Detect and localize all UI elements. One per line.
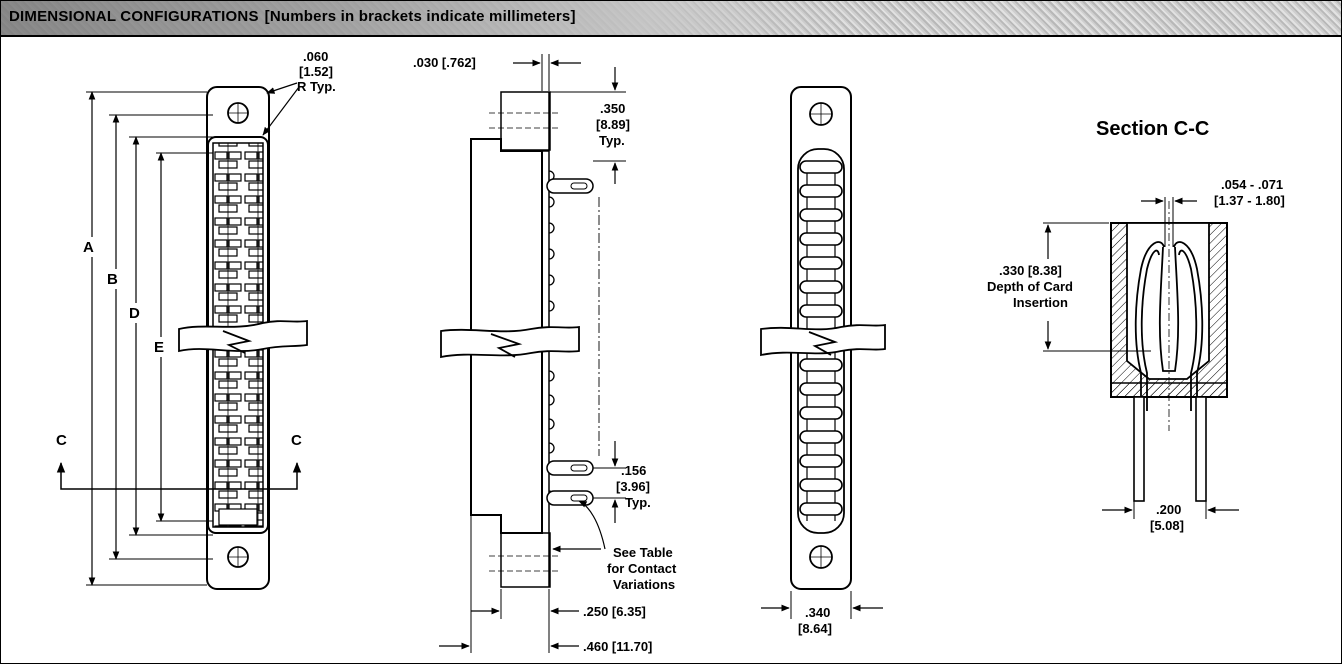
overall-depth: .460 [11.70]: [583, 639, 652, 654]
tail-note: Typ.: [625, 495, 651, 510]
side-break: [440, 325, 580, 359]
rear-break: [760, 323, 886, 357]
pitch-in: .350: [600, 101, 625, 116]
depth-line2: Depth of Card: [987, 279, 1073, 294]
side-view: .030 [.762] .350 [8.89] Typ. .156 [3.96]…: [413, 54, 677, 654]
gap-mm: [1.37 - 1.80]: [1214, 193, 1285, 208]
side-top-ear: [500, 91, 551, 151]
dim-a-label: A: [83, 239, 94, 256]
radius-mm: [1.52]: [299, 64, 333, 79]
rear-width-mm: [8.64]: [798, 621, 832, 636]
section-header: DIMENSIONAL CONFIGURATIONS [Numbers in br…: [1, 1, 1341, 37]
pitch-note: Typ.: [599, 133, 625, 148]
dim-e-label: E: [154, 339, 164, 356]
header-subtitle: [Numbers in brackets indicate millimeter…: [264, 8, 576, 25]
radius-note: R Typ.: [297, 79, 336, 94]
dim-d-label: D: [129, 305, 140, 322]
depth-line3: Insertion: [1013, 295, 1068, 310]
front-break: [178, 319, 308, 353]
note-line2: for Contact: [607, 561, 677, 576]
rear-view: .340 [8.64]: [760, 86, 886, 636]
front-view: C C A: [56, 49, 336, 590]
rear-width-in: .340: [805, 605, 830, 620]
header-shade: [1, 1, 861, 35]
radius-in: .060: [303, 49, 328, 64]
body-depth: .250 [6.35]: [583, 604, 646, 619]
tail-in: .156: [621, 463, 646, 478]
header-title-text: DIMENSIONAL CONFIGURATIONS: [9, 8, 259, 25]
section-line: [56, 461, 302, 490]
dim-b-label: B: [107, 271, 118, 288]
flange-dim: .030 [.762]: [413, 55, 476, 70]
header-title: DIMENSIONAL CONFIGURATIONS [Numbers in br…: [9, 8, 576, 25]
note-line3: Variations: [613, 577, 675, 592]
gap-in: .054 - .071: [1221, 177, 1283, 192]
spacing-mm: [5.08]: [1150, 518, 1184, 533]
section-view: Section C-C .054 - .071: [987, 118, 1285, 533]
pitch-mm: [8.89]: [596, 117, 630, 132]
section-left-label: C: [56, 432, 67, 449]
note-line1: See Table: [613, 545, 673, 560]
section-right-label: C: [291, 432, 302, 449]
spacing-in: .200: [1156, 502, 1181, 517]
tail-mm: [3.96]: [616, 479, 650, 494]
section-title: Section C-C: [1096, 118, 1209, 140]
depth-line1: .330 [8.38]: [999, 263, 1062, 278]
side-bottom-ear: [500, 532, 551, 588]
